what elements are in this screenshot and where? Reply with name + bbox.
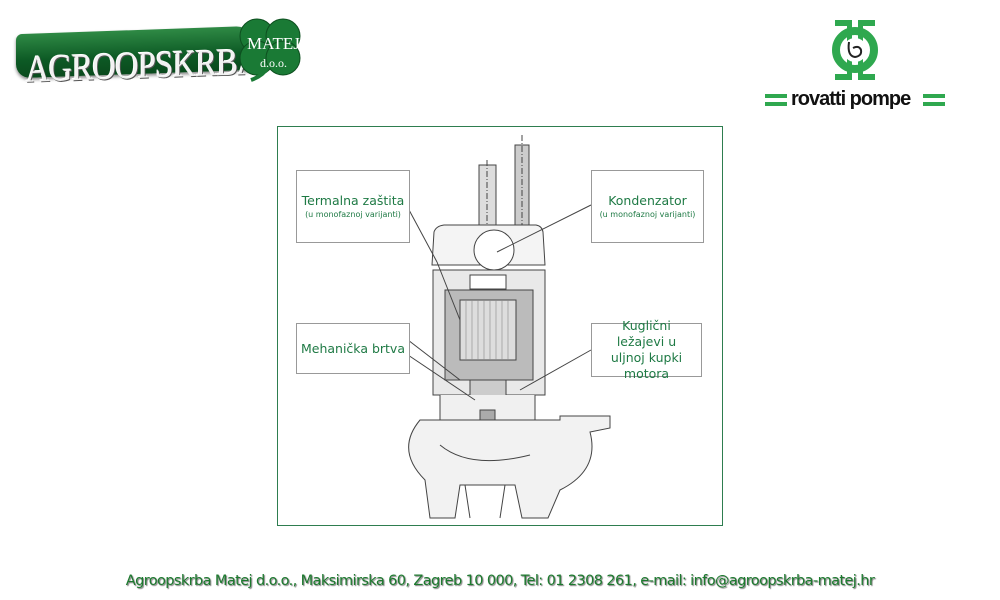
label-note: (u monofaznoj varijanti): [305, 210, 401, 219]
pump-diagram-frame: [277, 126, 723, 526]
label-ball-bearings: Kuglični ležajevi u uljnoj kupki motora: [591, 318, 702, 381]
logo-suffix: d.o.o.: [260, 56, 287, 70]
rovatti-text: rovatti pompe: [791, 88, 911, 110]
label-note: (u monofaznoj varijanti): [599, 210, 696, 219]
label-mechanical-seal: Mehanička brtva: [296, 323, 410, 374]
label-thermal-protection: Termalna zaštita (u monofaznoj varijanti…: [296, 170, 410, 243]
logo-name: MATEJ: [247, 34, 300, 53]
rovatti-logo[interactable]: rovatti pompe: [765, 18, 945, 110]
agroopskrba-logo[interactable]: AGROOPSKRBA MATEJ d.o.o.: [14, 16, 312, 91]
label-title: Kuglični ležajevi u uljnoj kupki motora: [610, 318, 683, 381]
label-capacitor: Kondenzator (u monofaznoj varijanti): [591, 170, 704, 243]
label-title: Termalna zaštita: [301, 193, 405, 208]
rovatti-emblem-icon: [832, 20, 878, 80]
label-title: Mehanička brtva: [300, 340, 405, 356]
footer-contact: Agroopskrba Matej d.o.o., Maksimirska 60…: [125, 573, 875, 589]
clover-icon: [239, 18, 301, 82]
label-title: Kondenzator: [608, 193, 687, 208]
